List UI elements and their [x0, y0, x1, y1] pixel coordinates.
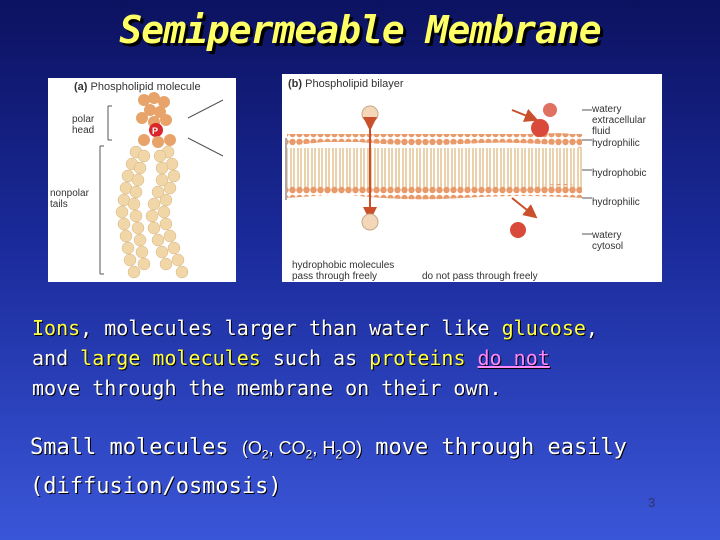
small-molecules-paragraph: Small molecules (O2, CO2, H2O) move thro… [30, 432, 710, 502]
do-not-emphasis: do not [477, 346, 550, 370]
nonpolar-tails-label: nonpolar tails [50, 188, 89, 210]
membrane-description-paragraph: Ions, molecules larger than water like g… [32, 313, 702, 403]
text-span: Small molecules [30, 435, 242, 460]
no-pass-caption: do not pass through freely [422, 271, 538, 282]
watery-cytosol-label: watery cytosol [592, 230, 624, 252]
slide-title: Semipermeable Membrane [119, 8, 601, 52]
phospholipid-molecule-illustration: P [99, 92, 224, 279]
figure-b-title: (b) Phospholipid bilayer [288, 78, 404, 90]
text-span: move through easily [362, 435, 627, 460]
glucose-term: glucose [501, 316, 586, 340]
page-number: 3 [648, 495, 656, 510]
ions-term: Ions [32, 316, 81, 340]
phospholipid-bilayer-illustration [285, 103, 592, 238]
figure-a-title: (a) Phospholipid molecule [74, 81, 201, 93]
text-span: , molecules larger than water like [80, 316, 502, 340]
diffusion-osmosis-text: (diffusion/osmosis) [30, 473, 282, 499]
text-span: move through the membrane on their own. [32, 376, 502, 400]
hydrophobic-pass-caption: hydrophobic molecules pass through freel… [292, 260, 395, 282]
hydrophilic-bottom-label: hydrophilic [592, 197, 640, 208]
hydrophilic-top-label: hydrophilic [592, 138, 640, 149]
text-span: and [32, 346, 81, 370]
molecule-formulas: (O2, CO2, H2O) [241, 438, 363, 462]
proteins-term: proteins [369, 346, 466, 370]
text-span [466, 346, 478, 370]
phospholipid-bilayer-figure: (b) Phospholipid bilayer watery extracel… [282, 74, 662, 282]
hydrophobic-label: hydrophobic [592, 168, 647, 179]
polar-head-label: polar head [72, 114, 95, 136]
watery-extracellular-label: watery extracellular fluid [592, 104, 646, 137]
svg-text:P: P [152, 126, 158, 136]
large-molecules-term: large molecules [80, 346, 261, 370]
phospholipid-molecule-figure: (a) Phospholipid molecule polar head non… [48, 78, 236, 282]
text-span: such as [260, 346, 370, 370]
text-span: , [585, 316, 598, 340]
